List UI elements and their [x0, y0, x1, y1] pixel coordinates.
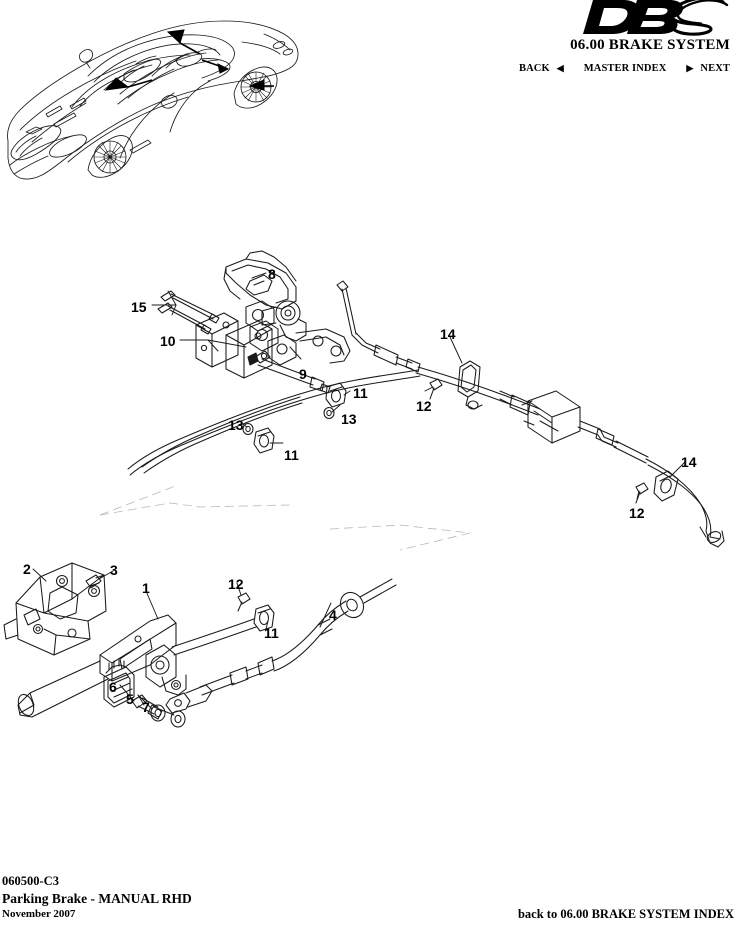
callout-11-top: 11: [353, 385, 368, 401]
callout-5: 5: [126, 691, 134, 707]
callout-11-left: 11: [284, 447, 299, 463]
footer-document-info: 060500-C3 Parking Brake - MANUAL RHD Nov…: [2, 873, 192, 922]
section-break-lines: [99, 484, 471, 551]
document-title: Parking Brake - MANUAL RHD: [2, 890, 192, 906]
callout-13-top: 13: [341, 411, 357, 427]
page-footer: 060500-C3 Parking Brake - MANUAL RHD Nov…: [0, 862, 737, 926]
back-to-index-link[interactable]: back to 06.00 BRAKE SYSTEM INDEX: [517, 907, 734, 921]
vehicle-illustration: [2, 2, 302, 207]
dbs-brand-logo: [571, 0, 731, 38]
callout-1: 1: [142, 580, 150, 596]
callout-3: 3: [110, 562, 118, 578]
nav-back-link[interactable]: BACK: [519, 63, 550, 74]
header-navigation: BACK ◀ MASTER INDEX ▶ NEXT: [519, 63, 730, 74]
callout-8: 8: [268, 266, 276, 282]
callout-11-lower: 11: [264, 625, 279, 641]
nav-master-index-link[interactable]: MASTER INDEX: [583, 63, 667, 74]
callout-6: 6: [109, 679, 117, 695]
callout-14-right: 14: [681, 454, 697, 470]
callout-2: 2: [23, 561, 31, 577]
callout-14-mid: 14: [440, 326, 456, 342]
callout-13-left: 13: [228, 417, 244, 433]
callout-15: 15: [131, 299, 147, 315]
nav-back-arrow-icon[interactable]: ◀: [556, 63, 564, 73]
callout-7: 7: [142, 699, 150, 715]
callout-9: 9: [299, 366, 307, 382]
callout-12-mid: 12: [416, 398, 432, 414]
parking-brake-exploded-diagram: 15 10 8 9 11 13 13 11 14 12 14 12 2 3 1 …: [0, 215, 737, 735]
document-code: 060500-C3: [2, 874, 59, 889]
section-title: 06.00 BRAKE SYSTEM: [570, 37, 730, 53]
callout-12-right: 12: [629, 505, 645, 521]
callout-10: 10: [160, 333, 176, 349]
upper-parking-brake-assembly: [127, 250, 725, 548]
callout-leader-lines: [32, 272, 687, 716]
document-date: November 2007: [2, 908, 76, 921]
lower-parking-brake-lever-assembly: [3, 562, 397, 728]
callout-4: 4: [329, 607, 337, 623]
nav-next-link[interactable]: NEXT: [700, 63, 730, 74]
nav-next-arrow-icon[interactable]: ▶: [686, 63, 694, 73]
page-header: 06.00 BRAKE SYSTEM BACK ◀ MASTER INDEX ▶…: [0, 0, 737, 95]
callout-12-lower: 12: [228, 576, 244, 592]
